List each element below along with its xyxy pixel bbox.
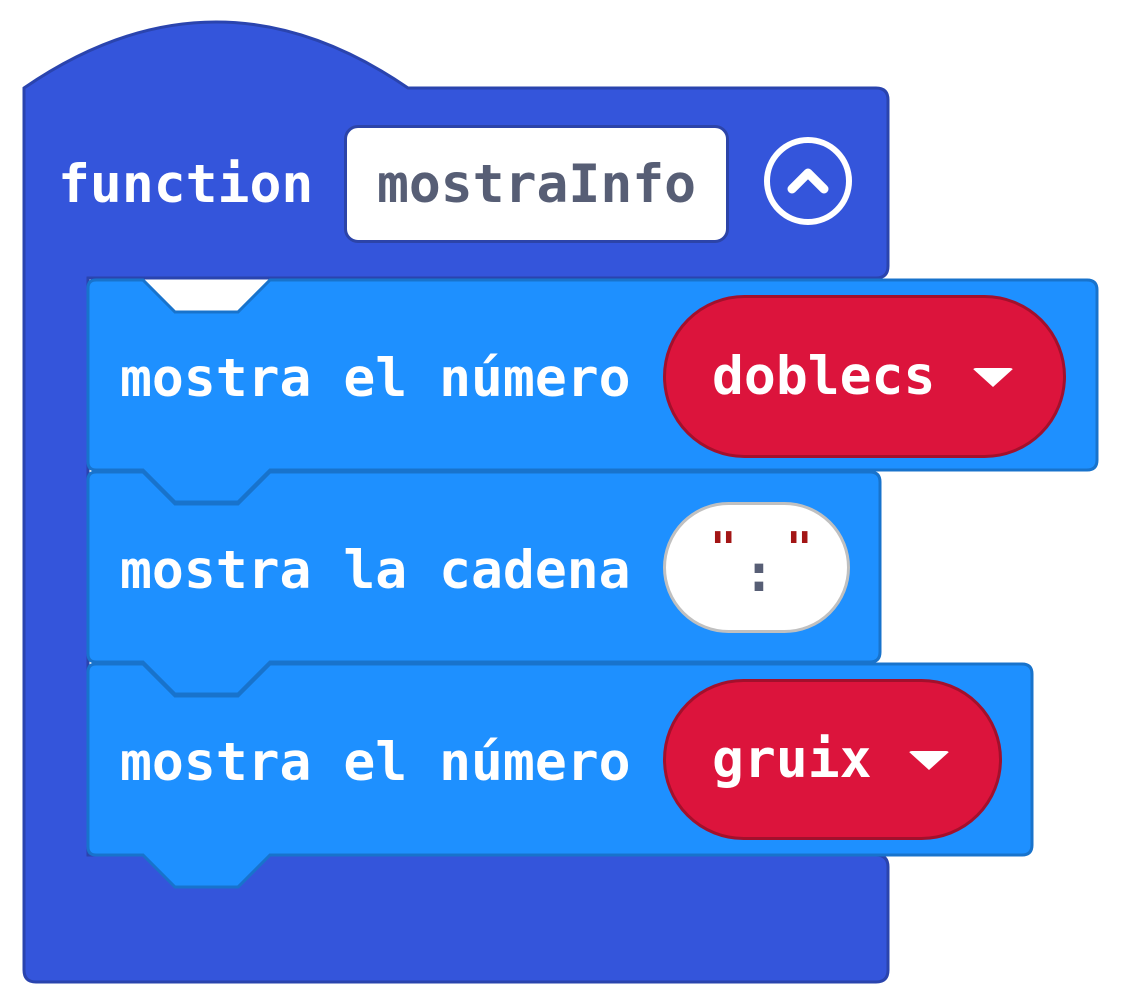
caret-down-icon: [972, 368, 1014, 387]
string-input[interactable]: " : ": [663, 502, 850, 633]
chevron-up-circle-icon[interactable]: [764, 137, 852, 225]
statement-label: mostra la cadena: [120, 540, 631, 601]
function-keyword: function: [58, 154, 314, 215]
statement-label: mostra el número: [120, 732, 631, 793]
function-block[interactable]: [22, 20, 890, 984]
variable-dropdown-gruix[interactable]: gruix: [663, 679, 1002, 840]
string-value: :: [743, 543, 775, 604]
variable-name: doblecs: [712, 346, 936, 407]
function-name-field[interactable]: mostraInfo: [344, 125, 729, 243]
variable-name: gruix: [712, 729, 872, 790]
close-quote: ": [786, 523, 813, 574]
open-quote: ": [710, 523, 737, 574]
caret-down-icon: [908, 751, 950, 770]
variable-dropdown-doblecs[interactable]: doblecs: [663, 295, 1066, 458]
statement-label: mostra el número: [120, 348, 631, 409]
function-name: mostraInfo: [376, 153, 697, 215]
